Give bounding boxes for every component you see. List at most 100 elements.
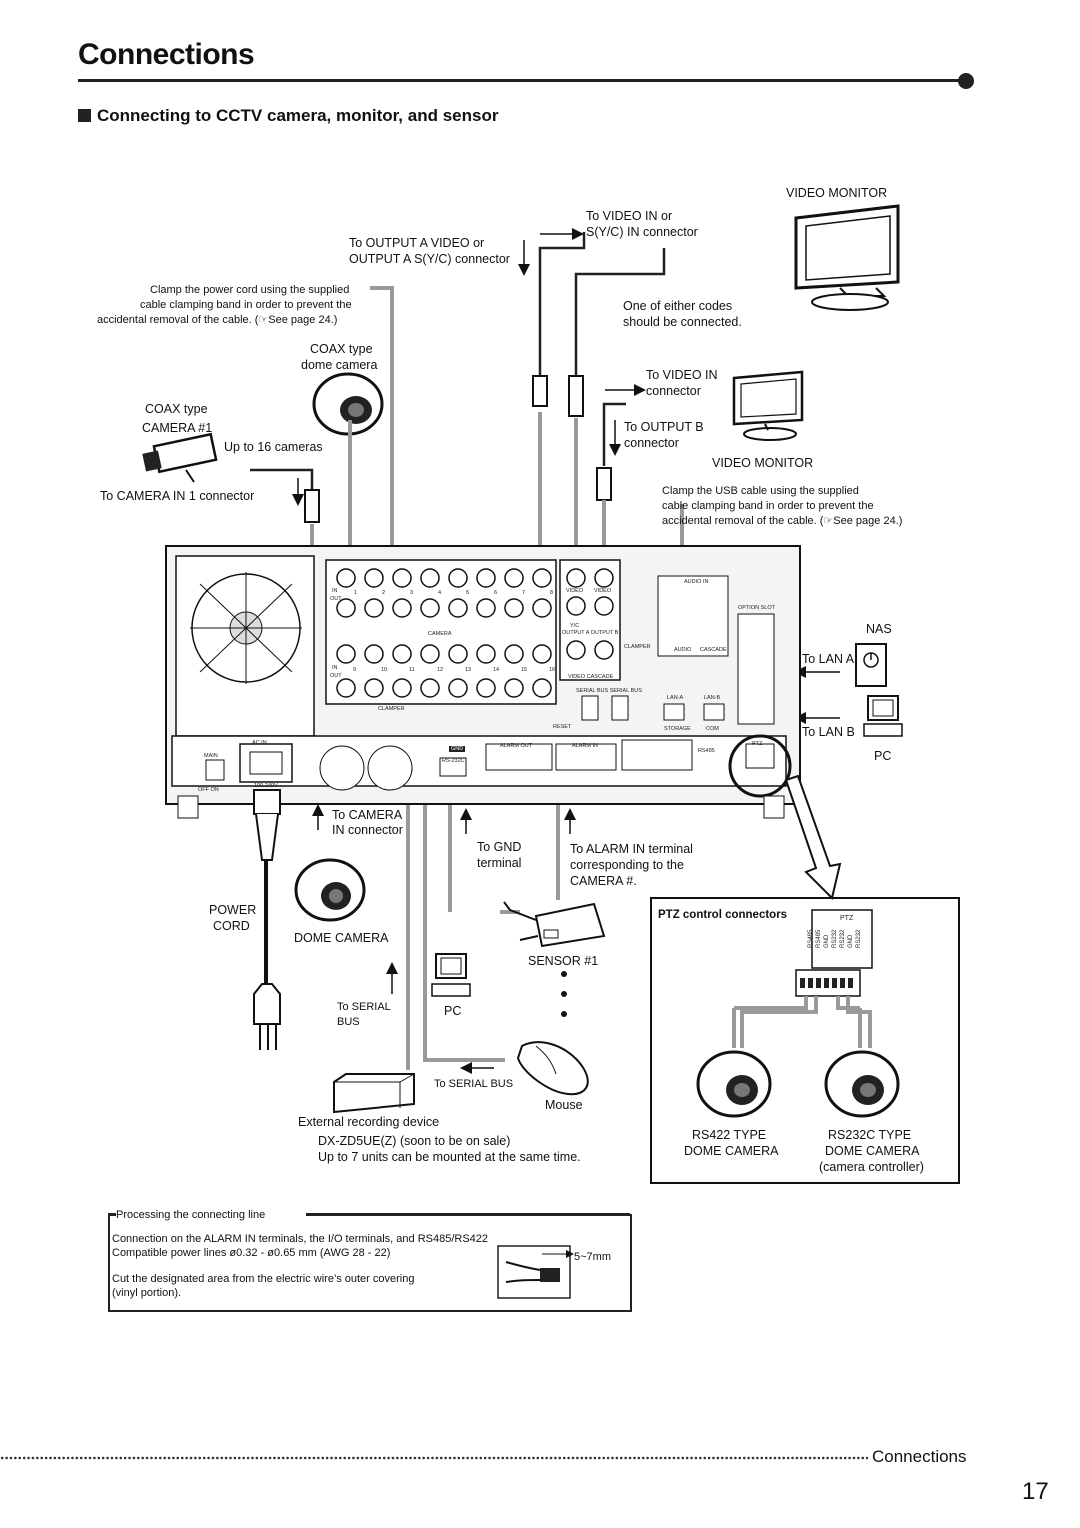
bnc-jack-icon[interactable] bbox=[532, 678, 552, 698]
ptz-terminal-pin[interactable] bbox=[824, 978, 829, 988]
bnc-jack-icon[interactable] bbox=[504, 568, 524, 588]
bnc-jack-icon[interactable] bbox=[476, 598, 496, 618]
bnc-jack-icon[interactable] bbox=[392, 644, 412, 664]
bnc-jack-icon[interactable] bbox=[420, 598, 440, 618]
bnc-jack-icon[interactable] bbox=[594, 596, 614, 616]
bnc-jack-icon[interactable] bbox=[448, 568, 468, 588]
mouse-icon bbox=[516, 1041, 589, 1096]
camera-in-number: 5 bbox=[466, 590, 470, 596]
bnc-jack-icon[interactable] bbox=[364, 678, 384, 698]
bnc-jack-icon[interactable] bbox=[392, 598, 412, 618]
label-dome-camera: DOME CAMERA bbox=[294, 931, 389, 945]
panel-alarm-out: ALARM OUT bbox=[500, 743, 533, 749]
label-nas: NAS bbox=[866, 622, 892, 636]
bnc-jack-icon[interactable] bbox=[336, 598, 356, 618]
bnc-jack-icon[interactable] bbox=[448, 644, 468, 664]
panel-serial-bus: SERIAL BUS SERIAL BUS bbox=[576, 688, 642, 694]
bnc-jack-icon[interactable] bbox=[476, 568, 496, 588]
label-coax-type: COAX type bbox=[145, 402, 208, 416]
bnc-jack-icon[interactable] bbox=[364, 644, 384, 664]
bnc-jack-icon[interactable] bbox=[476, 644, 496, 664]
bnc-jack-icon[interactable] bbox=[566, 640, 586, 660]
label-rs232-controller: (camera controller) bbox=[819, 1160, 924, 1174]
panel-ptz: PTZ bbox=[752, 741, 763, 747]
bnc-jack-icon[interactable] bbox=[594, 640, 614, 660]
processing-title: Processing the connecting line bbox=[116, 1209, 266, 1221]
panel-out-top: OUT bbox=[330, 596, 342, 602]
ptz-terminal-pin[interactable] bbox=[816, 978, 821, 988]
ptz-pin-label: RS232 bbox=[832, 929, 838, 948]
panel-lan-a: LAN-A bbox=[667, 695, 684, 701]
bnc-jack-icon[interactable] bbox=[566, 568, 586, 588]
bnc-jack-icon[interactable] bbox=[504, 678, 524, 698]
note-hand-icon: ☞ bbox=[823, 515, 834, 527]
sensor-icon bbox=[503, 901, 606, 948]
camera-in-number: 1 bbox=[354, 590, 358, 596]
bnc-jack-icon[interactable] bbox=[448, 678, 468, 698]
label-to-lan-b: To LAN B bbox=[802, 725, 855, 739]
bnc-jack-icon[interactable] bbox=[336, 568, 356, 588]
bnc-jack-icon[interactable] bbox=[336, 644, 356, 664]
bnc-jack-icon[interactable] bbox=[504, 598, 524, 618]
label-to-gnd: To GND bbox=[477, 840, 522, 854]
ptz-terminal-pin[interactable] bbox=[808, 978, 813, 988]
bnc-jack-icon[interactable] bbox=[364, 568, 384, 588]
panel-ac-in: AC IN bbox=[252, 740, 267, 746]
bnc-jack-icon[interactable] bbox=[566, 596, 586, 616]
note-clamp-power-2: cable clamping band in order to prevent … bbox=[140, 299, 352, 311]
label-sy-c-in: S(Y/C) IN connector bbox=[586, 225, 698, 239]
bnc-jack-icon[interactable] bbox=[594, 568, 614, 588]
note-clamp-usb-3: accidental removal of the cable. (☞See p… bbox=[662, 515, 903, 527]
label-to-output-a: To OUTPUT A VIDEO or bbox=[349, 236, 485, 250]
label-to-lan-a: To LAN A bbox=[802, 652, 855, 666]
panel-voltage: 100-240V bbox=[254, 783, 278, 789]
ptz-pin-label: RS485 bbox=[816, 929, 822, 948]
ptz-block-label: PTZ bbox=[840, 915, 854, 922]
bnc-jack-icon[interactable] bbox=[476, 678, 496, 698]
panel-in-bottom: IN bbox=[332, 665, 338, 671]
ptz-box-title: PTZ control connectors bbox=[658, 909, 788, 921]
bnc-jack-icon[interactable] bbox=[504, 644, 524, 664]
bnc-jack-icon[interactable] bbox=[532, 644, 552, 664]
panel-video-1: VIDEO bbox=[566, 588, 584, 594]
title-rule-dot bbox=[958, 73, 974, 89]
bnc-jack-icon[interactable] bbox=[364, 598, 384, 618]
bnc-jack-icon[interactable] bbox=[420, 678, 440, 698]
label-in-connector: IN connector bbox=[332, 823, 403, 837]
bnc-jack-icon[interactable] bbox=[420, 644, 440, 664]
panel-audio: AUDIO bbox=[674, 647, 692, 653]
panel-off-on: OFF ON bbox=[198, 787, 219, 793]
label-camera-1: CAMERA #1 bbox=[142, 421, 213, 435]
note-clamp-usb-2: cable clamping band in order to prevent … bbox=[662, 500, 874, 512]
panel-camera: CAMERA bbox=[428, 631, 452, 637]
ptz-terminal-pin[interactable] bbox=[848, 978, 853, 988]
panel-video-2: VIDEO bbox=[594, 588, 612, 594]
camera-in-number: 11 bbox=[409, 667, 415, 673]
panel-storage: STORAGE bbox=[664, 726, 691, 732]
panel-output-ab: OUTPUT A OUTPUT B bbox=[562, 630, 619, 636]
video-monitor-icon bbox=[794, 204, 900, 311]
label-rs422-dome: DOME CAMERA bbox=[684, 1144, 779, 1158]
ptz-pin-label: GND bbox=[824, 934, 830, 948]
bnc-jack-icon[interactable] bbox=[532, 598, 552, 618]
bnc-jack-icon[interactable] bbox=[420, 568, 440, 588]
bnc-jack-icon[interactable] bbox=[448, 598, 468, 618]
ptz-terminal-pin[interactable] bbox=[832, 978, 837, 988]
bnc-jack-icon[interactable] bbox=[392, 568, 412, 588]
bnc-jack-icon[interactable] bbox=[392, 678, 412, 698]
bnc-jack-icon[interactable] bbox=[336, 678, 356, 698]
footer-label: Connections bbox=[872, 1447, 967, 1466]
camera-in-connectors bbox=[336, 568, 614, 698]
box-camera-icon bbox=[142, 432, 218, 483]
bnc-jack-icon[interactable] bbox=[532, 568, 552, 588]
camera-in-number: 10 bbox=[381, 667, 388, 673]
camera-in-number: 9 bbox=[353, 667, 357, 673]
ptz-callout-arrow bbox=[784, 774, 842, 900]
ptz-terminal-pin[interactable] bbox=[840, 978, 845, 988]
panel-com: COM bbox=[706, 726, 719, 732]
dome-camera-icon bbox=[824, 1050, 900, 1118]
processing-box bbox=[108, 1214, 632, 1312]
ptz-terminal-pin[interactable] bbox=[800, 978, 805, 988]
power-plug-icon bbox=[253, 789, 281, 1050]
